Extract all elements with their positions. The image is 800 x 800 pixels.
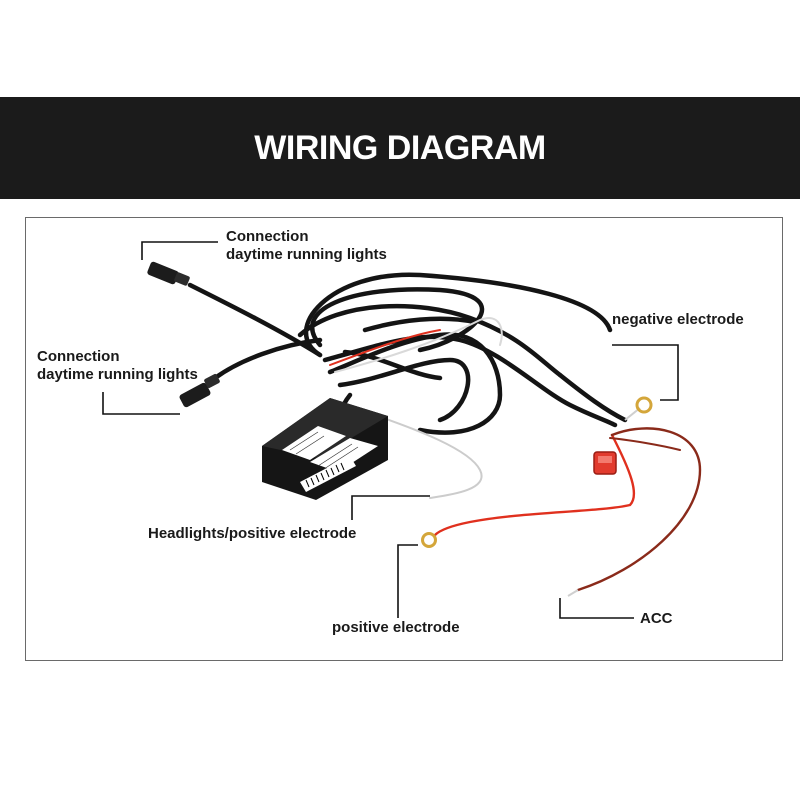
module-leads [329,317,503,499]
negative-ring-terminal [635,396,653,414]
positive-ring-terminal [421,532,437,548]
drl-connector-2 [179,374,220,408]
fuse-holder-icon [593,451,617,475]
label-drl-connection-1-line1: Connection [226,228,309,245]
label-drl-connection-1-line2: daytime running lights [226,246,387,263]
label-negative-electrode: negative electrode [612,311,744,328]
label-drl-connection-2: Connection daytime running lights [37,348,198,384]
acc-wire-tip [567,589,579,597]
black-wire-bundle [187,272,618,451]
negative-wire [557,372,628,423]
label-drl-connection-2-line2: daytime running lights [37,366,198,383]
label-acc: ACC [640,610,673,627]
page-title: WIRING DIAGRAM [254,128,546,167]
red-wires [433,427,702,592]
drl-connector-1 [147,261,190,286]
label-drl-connection-1: Connection daytime running lights [226,228,387,264]
control-module [262,398,388,500]
leader-lines [102,241,679,619]
label-drl-connection-2-line1: Connection [37,348,120,365]
label-positive-electrode: positive electrode [332,619,460,636]
label-headlights-positive-electrode: Headlights/positive electrode [148,525,357,542]
header-banner: WIRING DIAGRAM [0,97,800,199]
